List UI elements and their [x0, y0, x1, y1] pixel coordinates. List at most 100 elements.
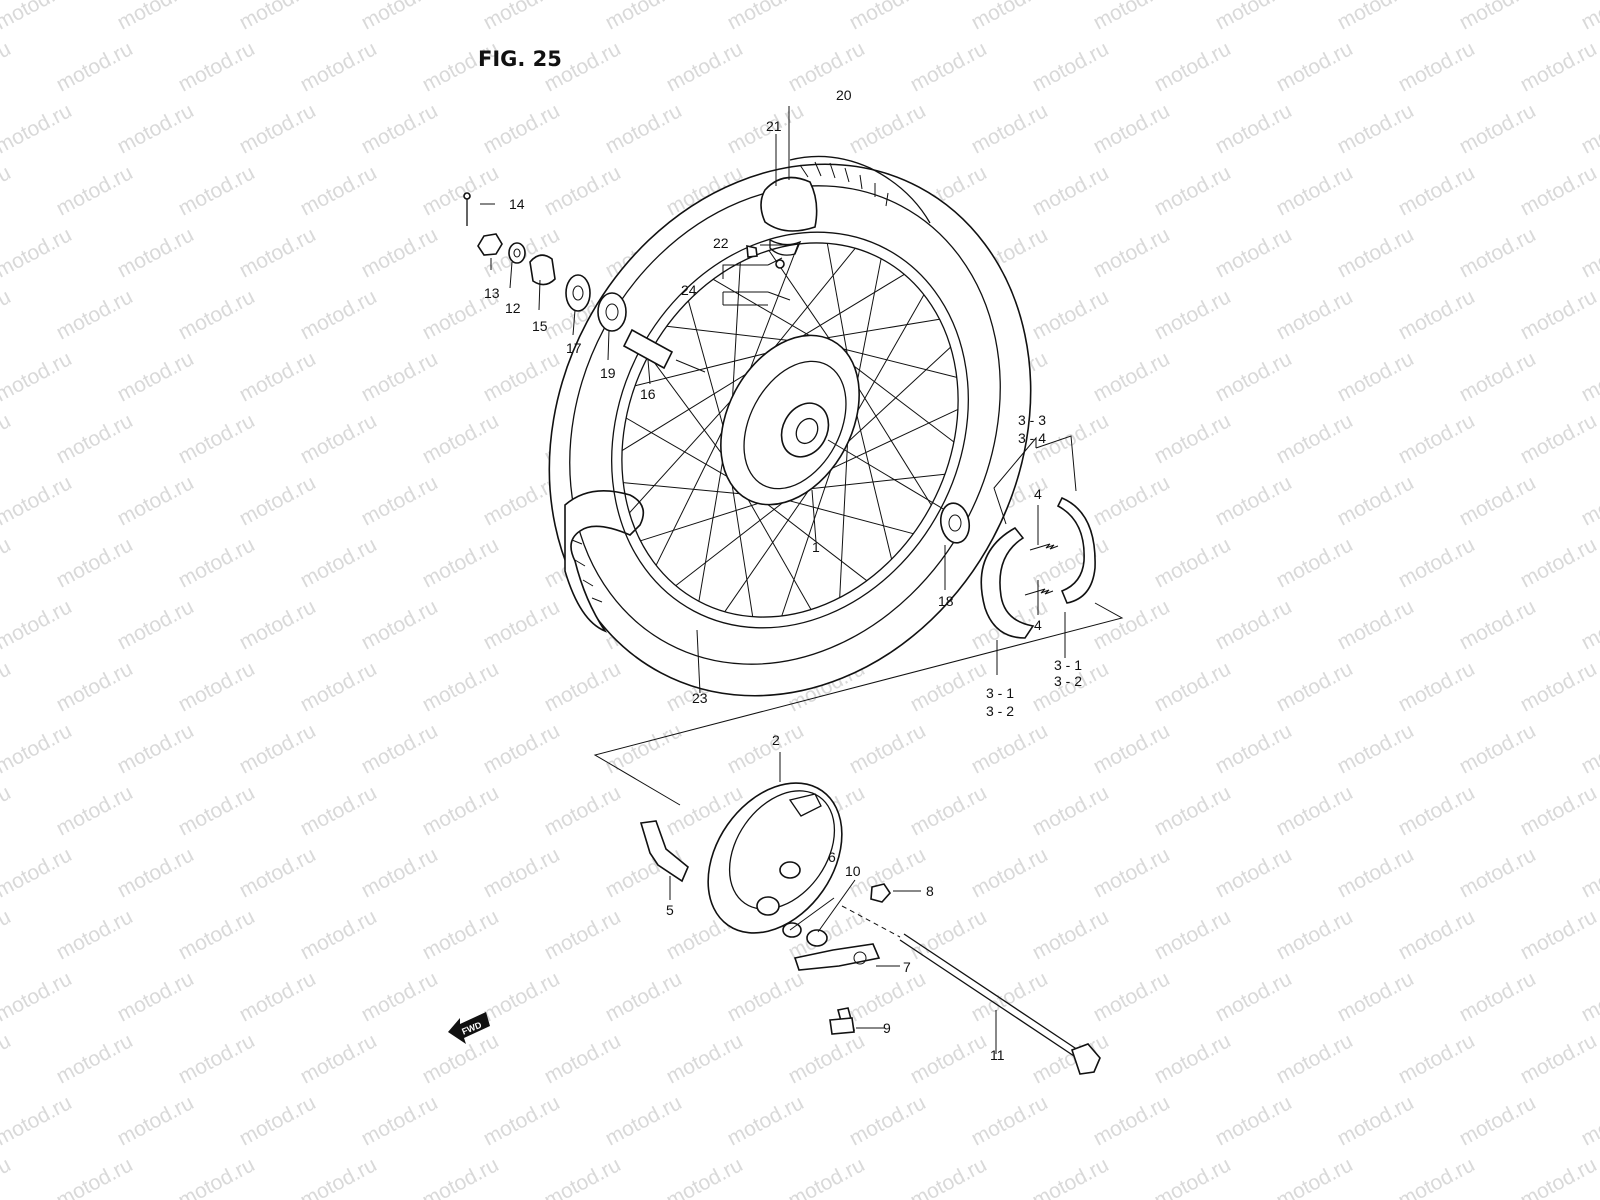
watermark-text: motod.ru	[1273, 657, 1357, 716]
spoke-line	[698, 444, 726, 602]
watermark-text: motod.ru	[1090, 0, 1174, 34]
callout-5: 5	[666, 902, 674, 918]
watermark-text: motod.ru	[1212, 1091, 1296, 1150]
watermark-text: motod.ru	[358, 967, 442, 1026]
watermark-text: motod.ru	[0, 161, 15, 220]
watermark-text: motod.ru	[0, 0, 76, 34]
watermark-text: motod.ru	[175, 285, 259, 344]
watermark-text: motod.ru	[724, 1091, 808, 1150]
watermark-text: motod.ru	[663, 37, 747, 96]
spoke-line	[625, 417, 737, 483]
watermark-text: motod.ru	[114, 471, 198, 530]
watermark-text: motod.ru	[1151, 37, 1235, 96]
watermark-text: motod.ru	[1273, 37, 1357, 96]
watermark-text: motod.ru	[297, 409, 381, 468]
spoke-line	[675, 493, 795, 586]
watermark-text: motod.ru	[0, 595, 76, 654]
watermark-text: motod.ru	[724, 967, 808, 1026]
watermark-text: motod.ru	[53, 409, 137, 468]
watermark-text: motod.ru	[1212, 347, 1296, 406]
watermark-text: motod.ru	[480, 719, 564, 778]
watermark-text: motod.ru	[1273, 905, 1357, 964]
watermark-text: motod.ru	[0, 1091, 76, 1150]
watermark-text: motod.ru	[297, 657, 381, 716]
watermark-text: motod.ru	[1578, 99, 1600, 158]
watermark-text: motod.ru	[846, 719, 930, 778]
watermark-text: motod.ru	[175, 657, 259, 716]
watermark-text: motod.ru	[1090, 1091, 1174, 1150]
watermark-text: motod.ru	[0, 471, 76, 530]
spoke-line	[779, 497, 914, 535]
callout-16: 16	[640, 386, 656, 402]
callout-1: 1	[812, 539, 820, 555]
watermark-text: motod.ru	[53, 1029, 137, 1088]
watermark-text: motod.ru	[1395, 161, 1479, 220]
tube-drawing	[760, 176, 818, 256]
spoke-line	[655, 417, 730, 566]
watermark-text: motod.ru	[1090, 719, 1174, 778]
watermark-text: motod.ru	[114, 719, 198, 778]
watermark-text: motod.ru	[1456, 843, 1540, 902]
callout-3-3: 3 - 3	[1018, 412, 1046, 428]
watermark-text: motod.ru	[175, 781, 259, 840]
watermark-text: motod.ru	[1517, 781, 1600, 840]
watermark-text: motod.ru	[1517, 657, 1600, 716]
watermark-text: motod.ru	[1090, 99, 1174, 158]
watermark-text: motod.ru	[907, 1029, 991, 1088]
callout-7: 7	[903, 959, 911, 975]
watermark-text: motod.ru	[175, 161, 259, 220]
watermark-text: motod.ru	[114, 967, 198, 1026]
watermark-text: motod.ru	[1578, 1091, 1600, 1150]
callout-19: 19	[600, 365, 616, 381]
watermark-text: motod.ru	[724, 719, 808, 778]
callout-3-2-left: 3 - 2	[986, 703, 1014, 719]
watermark-text: motod.ru	[968, 1091, 1052, 1150]
watermark-text: motod.ru	[358, 1091, 442, 1150]
watermark-text: motod.ru	[358, 843, 442, 902]
watermark-text: motod.ru	[1456, 719, 1540, 778]
callout-3-2-right: 3 - 2	[1054, 673, 1082, 689]
watermark-text: motod.ru	[663, 1153, 747, 1200]
watermark-text: motod.ru	[1334, 843, 1418, 902]
watermark-text: motod.ru	[53, 905, 137, 964]
watermark-text: motod.ru	[1273, 781, 1357, 840]
watermark-text: motod.ru	[846, 967, 930, 1026]
callout-22: 22	[713, 235, 729, 251]
watermark-text: motod.ru	[907, 781, 991, 840]
watermark-text: motod.ru	[1456, 223, 1540, 282]
watermark-text: motod.ru	[1395, 285, 1479, 344]
watermark-text: motod.ru	[297, 1029, 381, 1088]
watermark-text: motod.ru	[0, 719, 76, 778]
spoke-line	[744, 243, 799, 383]
spoke-line	[740, 486, 812, 610]
watermark-text: motod.ru	[846, 1091, 930, 1150]
watermark-text: motod.ru	[1578, 967, 1600, 1026]
watermark-text: motod.ru	[236, 471, 320, 530]
callout-labels: 20 21 22 24 14 13 12 15 17 19 16 1 18 23…	[484, 87, 1082, 1063]
watermark-text: motod.ru	[785, 1153, 869, 1200]
watermark-text: motod.ru	[907, 905, 991, 964]
spoke-line	[854, 258, 882, 396]
figure-title: FIG. 25	[478, 47, 562, 71]
watermark-text: motod.ru	[0, 409, 15, 468]
watermark-text: motod.ru	[480, 843, 564, 902]
watermark-text: motod.ru	[1517, 285, 1600, 344]
watermark-text: motod.ru	[846, 99, 930, 158]
watermark-text: motod.ru	[175, 1153, 259, 1200]
watermark-text: motod.ru	[0, 285, 15, 344]
watermark-text: motod.ru	[0, 99, 76, 158]
watermark-text: motod.ru	[0, 37, 15, 96]
watermark-text: motod.ru	[1090, 843, 1174, 902]
spoke-line	[731, 262, 741, 409]
watermark-text: motod.ru	[1029, 285, 1113, 344]
watermark-text: motod.ru	[236, 347, 320, 406]
watermark-text: motod.ru	[1029, 533, 1113, 592]
watermark-text: motod.ru	[1578, 223, 1600, 282]
spoke-line	[822, 408, 959, 474]
callout-9: 9	[883, 1020, 891, 1036]
watermark-text: motod.ru	[1395, 37, 1479, 96]
callout-2: 2	[772, 732, 780, 748]
watermark-text: motod.ru	[1273, 1153, 1357, 1200]
watermark-text: motod.ru	[1090, 967, 1174, 1026]
watermark-text: motod.ru	[785, 1029, 869, 1088]
